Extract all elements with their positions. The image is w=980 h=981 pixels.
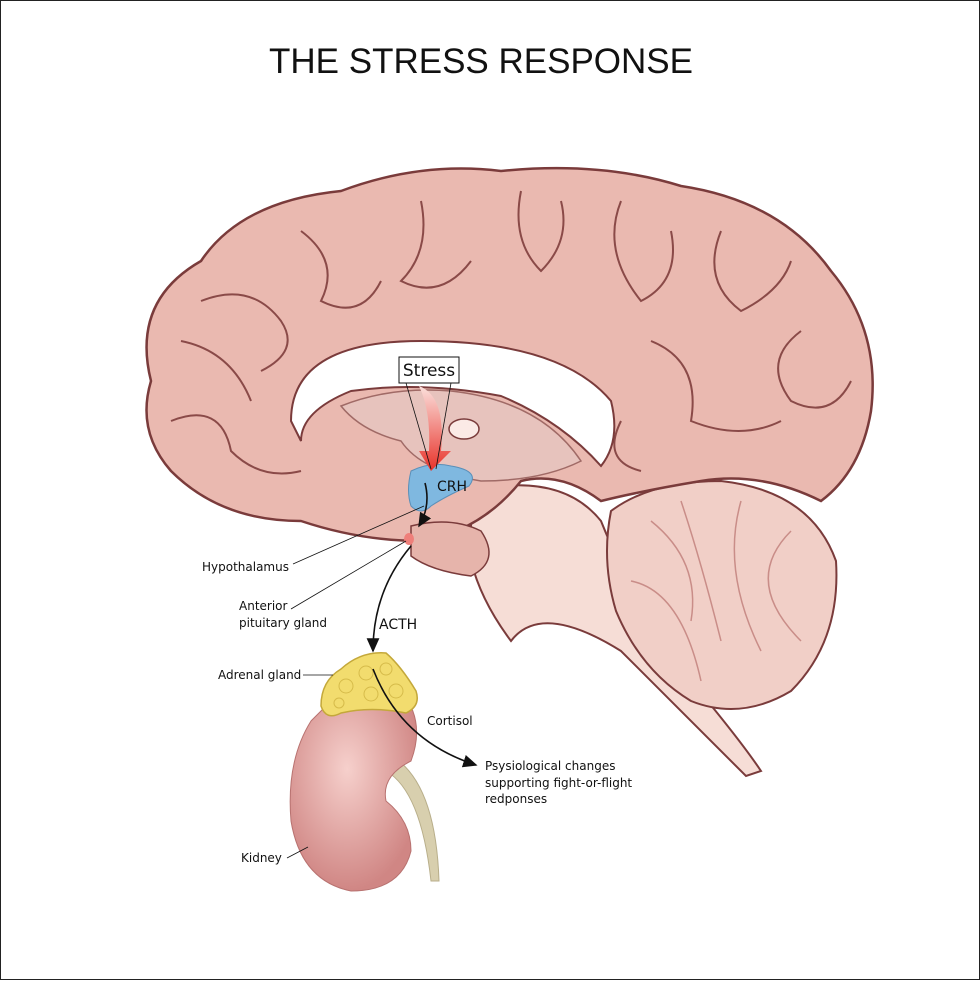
- corpus-callosum: [289, 339, 616, 468]
- cerebellum: [606, 479, 838, 710]
- pituitary-gland: [404, 533, 414, 545]
- cerebellum-folia: [630, 500, 802, 682]
- acth-arrow: [366, 545, 412, 653]
- stress-label: Stress: [403, 361, 455, 381]
- adrenal-texture: [333, 662, 404, 709]
- hypothalamus-label: Hypothalamus: [202, 560, 289, 574]
- crh-label: CRH: [437, 479, 467, 495]
- kidney: [289, 687, 418, 892]
- hypothalamus-region: [408, 463, 473, 512]
- acth-label: ACTH: [379, 617, 417, 633]
- anterior-pituitary-label-1: Anterior: [239, 599, 288, 613]
- effects-label-1: Psysiological changes: [485, 759, 615, 773]
- page-title: THE STRESS RESPONSE: [269, 42, 693, 81]
- anterior-pituitary-label-2: pituitary gland: [239, 616, 327, 630]
- adrenal-gland-label: Adrenal gland: [218, 668, 301, 682]
- gyri: [170, 190, 852, 475]
- brainstem: [470, 484, 763, 778]
- adrenal-gland: [320, 652, 418, 717]
- crh-arrow: [418, 482, 432, 528]
- kidney-label: Kidney: [241, 851, 282, 865]
- stress-label-box: [398, 356, 460, 384]
- stress-arrow: [419, 386, 451, 471]
- massa-intermedia: [448, 418, 480, 440]
- cortisol-label: Cortisol: [427, 714, 473, 728]
- effects-label-3: redponses: [485, 792, 547, 806]
- cortisol-arrow: [372, 668, 478, 768]
- effects-label-2: supporting fight-or-flight: [485, 776, 632, 790]
- pons: [410, 521, 490, 577]
